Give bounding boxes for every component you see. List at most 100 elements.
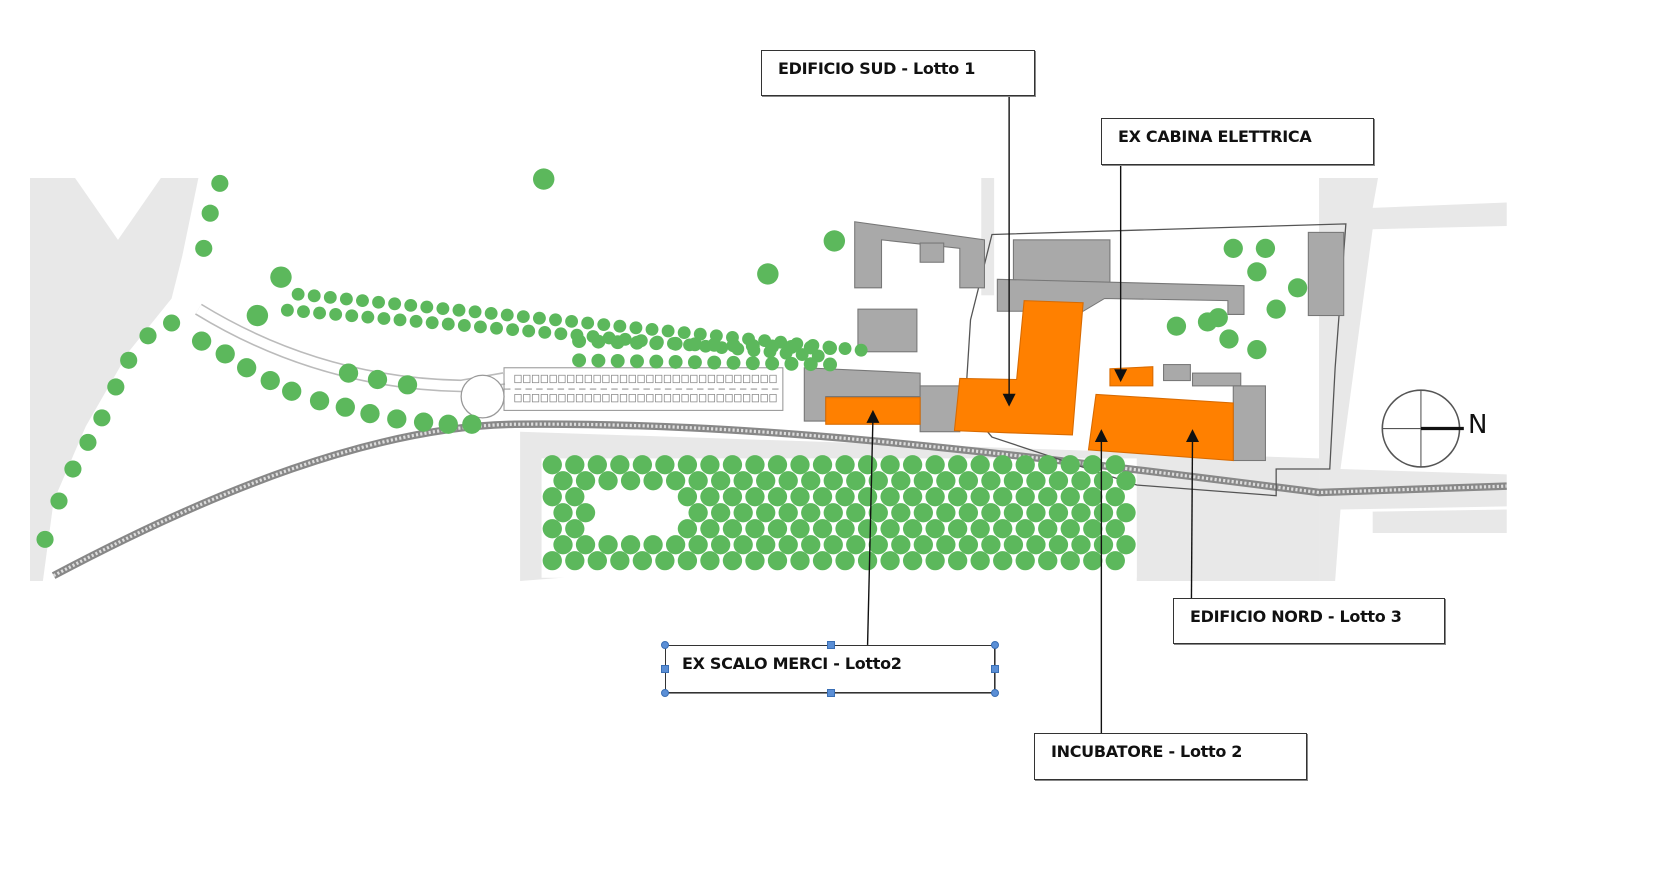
tree-icon: [575, 535, 596, 555]
resize-handle-top-left[interactable]: [661, 641, 669, 649]
tree-icon: [925, 487, 945, 507]
tree-icon: [726, 338, 741, 353]
tree-icon: [1003, 535, 1024, 555]
tree-icon: [677, 519, 698, 539]
tree-icon: [722, 519, 743, 539]
tree-icon: [215, 344, 235, 364]
tree-icon: [948, 519, 968, 539]
tree-icon: [790, 551, 810, 571]
parking-stall: [760, 374, 768, 384]
resize-handle-bottom[interactable]: [827, 689, 835, 697]
tree-icon: [668, 336, 683, 351]
tree-icon: [948, 487, 968, 507]
tree-icon: [711, 503, 731, 523]
tree-icon: [516, 310, 530, 323]
building-edificio-sud: [953, 300, 1084, 436]
tree-icon: [993, 487, 1013, 507]
tree-icon: [778, 535, 798, 555]
tree-icon: [610, 354, 625, 368]
tree-icon: [665, 471, 686, 491]
tree-icon: [613, 319, 627, 333]
tree-icon: [598, 535, 618, 555]
tree-icon: [733, 503, 753, 523]
label-edificio-nord[interactable]: EDIFICIO NORD - Lotto 3: [1173, 598, 1445, 644]
tree-icon: [506, 323, 520, 337]
tree-icon: [1048, 471, 1069, 491]
label-edificio-sud-text: EDIFICIO SUD - Lotto 1: [778, 59, 976, 78]
tree-icon: [309, 391, 330, 411]
tree-icon: [1083, 455, 1103, 475]
tree-icon: [700, 455, 720, 475]
parking-stall: [699, 374, 707, 384]
tree-icon: [553, 471, 573, 491]
tree-icon: [462, 414, 482, 434]
compass-icon: [1381, 389, 1464, 468]
tree-icon: [409, 314, 423, 328]
tree-icon: [756, 503, 776, 523]
parking-stall: [690, 374, 698, 384]
tree-icon: [745, 551, 765, 571]
tree-icon: [846, 503, 866, 523]
resize-handle-bottom-right[interactable]: [991, 689, 999, 697]
tree-icon: [661, 324, 675, 338]
tree-icon: [1255, 238, 1276, 258]
tree-icon: [64, 460, 82, 478]
tree-icon: [880, 519, 900, 539]
tree-icon: [610, 335, 625, 350]
tree-icon: [1048, 535, 1069, 555]
label-incubatore[interactable]: INCUBATORE - Lotto 2: [1034, 733, 1307, 780]
tree-icon: [553, 503, 573, 523]
resize-handle-bottom-left[interactable]: [661, 689, 669, 697]
tree-icon: [649, 336, 664, 351]
tree-icon: [1116, 503, 1136, 523]
parking-stall: [575, 394, 584, 403]
label-edificio-sud[interactable]: EDIFICIO SUD - Lotto 1: [761, 50, 1035, 96]
tree-icon: [1071, 471, 1091, 491]
tree-icon: [970, 455, 990, 475]
tree-icon: [610, 455, 630, 475]
tree-icon: [936, 535, 956, 555]
tree-icon: [420, 300, 434, 314]
tree-icon: [643, 535, 663, 555]
tree-icon: [1015, 519, 1035, 539]
tree-icon: [722, 487, 743, 507]
tree-icon: [120, 351, 138, 369]
tree-icon: [693, 327, 707, 341]
roundabout: [460, 374, 505, 419]
resize-handle-right[interactable]: [991, 665, 999, 673]
site-boundary: [964, 223, 1347, 497]
parking-stall: [751, 394, 759, 403]
parking-stall: [531, 374, 540, 384]
tree-icon: [388, 297, 402, 311]
tree-icon: [891, 503, 911, 523]
tree-icon: [857, 519, 878, 539]
tree-icon: [1026, 503, 1046, 523]
parking-stall: [751, 374, 759, 384]
parking-stall: [690, 394, 698, 403]
label-ex-cabina-elettrica[interactable]: EX CABINA ELETTRICA: [1101, 118, 1374, 165]
label-ex-scalo-merci-selected[interactable]: EX SCALO MERCI - Lotto2: [661, 641, 999, 697]
resize-handle-top[interactable]: [827, 641, 835, 649]
tree-icon: [993, 519, 1013, 539]
tree-icon: [925, 551, 945, 571]
tree-icon: [970, 487, 990, 507]
parking-stall: [663, 374, 672, 384]
tree-icon: [722, 551, 743, 571]
resize-handle-top-right[interactable]: [991, 641, 999, 649]
tree-icon: [649, 354, 664, 369]
tree-icon: [387, 409, 407, 429]
resize-handle-left[interactable]: [661, 665, 669, 673]
tree-icon: [655, 551, 675, 571]
tree-icon: [790, 519, 810, 539]
tree-icon: [801, 535, 821, 555]
tree-icon: [484, 307, 498, 320]
tree-icon: [948, 551, 968, 571]
tree-icon: [565, 519, 585, 539]
tree-icon: [79, 433, 97, 451]
tree-icon: [745, 338, 760, 353]
tree-icon: [629, 321, 643, 335]
tree-icon: [211, 174, 229, 192]
parking-stall: [514, 394, 522, 403]
tree-icon: [339, 292, 353, 306]
parking-stall: [584, 394, 592, 403]
